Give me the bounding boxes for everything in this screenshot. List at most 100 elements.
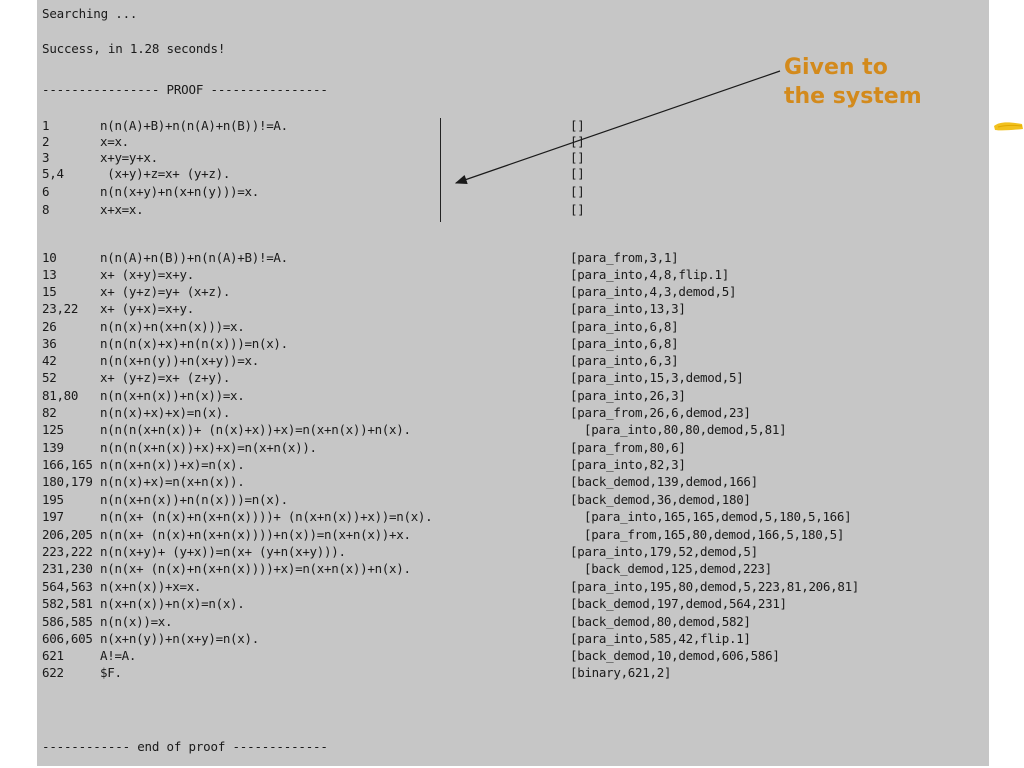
proof-line-justification: [para_into,6,8]: [570, 319, 679, 334]
proof-line-id: 606,605: [42, 631, 93, 646]
proof-line-clause: n(n(x))=x.: [100, 614, 173, 629]
proof-line-justification: [para_from,3,1]: [570, 250, 679, 265]
proof-line: 195 n(n(x+n(x))+n(n(x)))=n(x). [back_demod…: [42, 492, 989, 508]
proof-header: ---------------- PROOF ----------------: [42, 82, 328, 97]
proof-line-clause: n(n(x)+n(x+n(x)))=x.: [100, 319, 245, 334]
proof-line-clause: n(x+n(x))+x=x.: [100, 579, 202, 594]
proof-line-id: 564,563: [42, 579, 93, 594]
proof-line-id: 223,222: [42, 544, 93, 559]
proof-line-clause: n(n(x+ (n(x)+n(x+n(x))))+ (n(x+n(x))+x))…: [100, 509, 433, 524]
proof-line: 564,563 n(x+n(x))+x=x. [para_into,195,80,d…: [42, 579, 989, 595]
proof-line-justification: [para_into,15,3,demod,5]: [570, 370, 744, 385]
proof-line-justification: [back_demod,197,demod,564,231]: [570, 596, 787, 611]
proof-line-justification: []: [570, 118, 585, 133]
proof-line-justification: [para_from,80,6]: [570, 440, 686, 455]
proof-line-justification: [back_demod,36,demod,180]: [570, 492, 751, 507]
proof-line: 26 n(n(x)+n(x+n(x)))=x. [para_into,6,8]: [42, 319, 989, 335]
proof-line-id: 195: [42, 492, 64, 507]
proof-line-id: 36: [42, 336, 57, 351]
proof-line-id: 206,205: [42, 527, 93, 542]
proof-line: 5,4 (x+y)+z=x+ (y+z).[]: [42, 166, 989, 182]
proof-line-clause: n(n(x+n(y))+n(x+y))=x.: [100, 353, 259, 368]
proof-line-id: 2: [42, 134, 50, 149]
proof-line-clause: x+x=x.: [100, 202, 144, 217]
proof-line-clause: x+ (y+z)=x+ (z+y).: [100, 370, 231, 385]
proof-line-clause: n(n(A)+B)+n(n(A)+n(B))!=A.: [100, 118, 288, 133]
proof-line-clause: x+ (x+y)=x+y.: [100, 267, 194, 282]
highlighter-mark-icon: [994, 122, 1023, 131]
proof-line-clause: n(n(x)+x)=n(x+n(x)).: [100, 474, 245, 489]
proof-line-clause: n(n(x+n(x))+x)=n(x).: [100, 457, 245, 472]
proof-line-justification: [para_into,82,3]: [570, 457, 686, 472]
proof-line-id: 81,80: [42, 388, 79, 403]
proof-line-id: 1: [42, 118, 50, 133]
proof-line: 206,205 n(n(x+ (n(x)+n(x+n(x))))+n(x))=n(…: [42, 527, 989, 543]
proof-line: 81,80 n(n(x+n(x))+n(x))=x. [para_into,26,3…: [42, 388, 989, 404]
proof-line-id: 10: [42, 250, 57, 265]
proof-line-justification: [para_into,26,3]: [570, 388, 686, 403]
given-annotation: Given to the system: [784, 53, 922, 111]
proof-line-id: 582,581: [42, 596, 93, 611]
proof-line-justification: [para_into,179,52,demod,5]: [570, 544, 758, 559]
proof-line: 582,581 n(x+n(x))+n(x)=n(x). [back_demod,1…: [42, 596, 989, 612]
proof-line-id: 125: [42, 422, 64, 437]
proof-line: 231,230 n(n(x+ (n(x)+n(x+n(x))))+x)=n(x+n…: [42, 561, 989, 577]
given-annotation-line2: the system: [784, 84, 922, 109]
proof-line-clause: n(n(x+n(x))+n(n(x)))=n(x).: [100, 492, 288, 507]
proof-line-justification: [back_demod,125,demod,223]: [584, 561, 772, 576]
proof-line-id: 586,585: [42, 614, 93, 629]
proof-line-id: 82: [42, 405, 57, 420]
proof-line: 15 x+ (y+z)=y+ (x+z). [para_into,4,3,demod…: [42, 284, 989, 300]
proof-line-clause: n(n(x+n(x))+n(x))=x.: [100, 388, 245, 403]
proof-line: 1 n(n(A)+B)+n(n(A)+n(B))!=A. []: [42, 118, 989, 134]
proof-line-justification: [para_into,6,8]: [570, 336, 679, 351]
proof-line-clause: x+ (y+z)=y+ (x+z).: [100, 284, 231, 299]
proof-line-id: 231,230: [42, 561, 93, 576]
proof-line-justification: [para_into,13,3]: [570, 301, 686, 316]
proof-line-justification: []: [570, 150, 585, 165]
proof-line-justification: [para_from,165,80,demod,166,5,180,5]: [584, 527, 845, 542]
proof-line-id: 3: [42, 150, 50, 165]
proof-line-clause: n(x+n(x))+n(x)=n(x).: [100, 596, 245, 611]
proof-line-clause: n(n(n(x+n(x))+ (n(x)+x))+x)=n(x+n(x))+n(…: [100, 422, 411, 437]
proof-line-id: 8: [42, 202, 50, 217]
proof-line-clause: n(n(x+ (n(x)+n(x+n(x))))+n(x))=n(x+n(x))…: [100, 527, 411, 542]
proof-line-justification: [para_into,4,3,demod,5]: [570, 284, 737, 299]
proof-line-justification: [para_into,195,80,demod,5,223,81,206,81]: [570, 579, 860, 594]
proof-line-justification: [para_into,585,42,flip.1]: [570, 631, 751, 646]
proof-line-id: 26: [42, 319, 57, 334]
proof-line-id: 13: [42, 267, 57, 282]
proof-line-justification: [para_into,80,80,demod,5,81]: [584, 422, 787, 437]
proof-line-id: 23,22: [42, 301, 79, 316]
proof-line-id: 621: [42, 648, 64, 663]
proof-line-justification: []: [570, 184, 585, 199]
proof-line-id: 15: [42, 284, 57, 299]
proof-line-clause: n(n(x+ (n(x)+n(x+n(x))))+x)=n(x+n(x))+n(…: [100, 561, 411, 576]
proof-line-id: 5,4: [42, 166, 64, 181]
proof-line-id: 42: [42, 353, 57, 368]
proof-line-clause: n(n(n(x)+x)+n(n(x)))=n(x).: [100, 336, 288, 351]
given-clauses-bracket: [440, 118, 441, 222]
proof-line-justification: [back_demod,10,demod,606,586]: [570, 648, 780, 663]
proof-line-id: 6: [42, 184, 50, 199]
proof-line-justification: [back_demod,139,demod,166]: [570, 474, 758, 489]
searching-status: Searching ...: [42, 6, 138, 21]
proof-line-justification: [para_from,26,6,demod,23]: [570, 405, 751, 420]
proof-line-clause: $F.: [100, 665, 122, 680]
proof-line-clause: n(n(A)+n(B))+n(n(A)+B)!=A.: [100, 250, 288, 265]
proof-line: 622$F.[binary,621,2]: [42, 665, 989, 681]
proof-line-id: 139: [42, 440, 64, 455]
